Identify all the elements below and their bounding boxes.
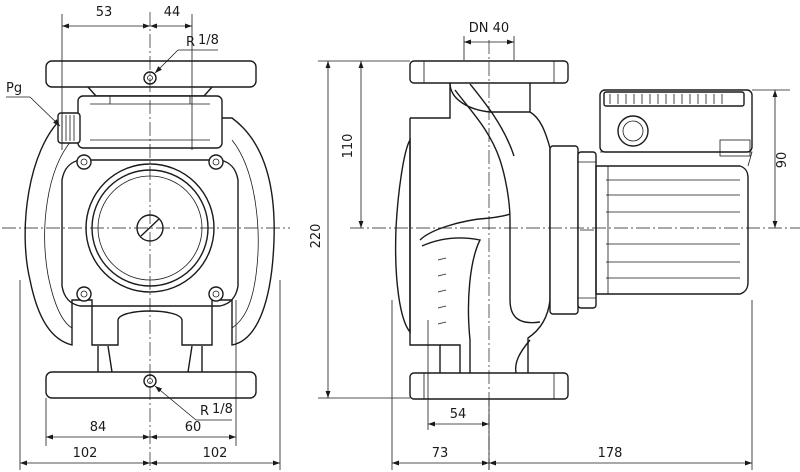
front-dim-44: 44 [164,5,181,20]
front-dim-60: 60 [185,420,202,435]
side-dim-73: 73 [432,446,449,461]
front-pg-label: Pg [6,81,22,96]
front-cable-gland [57,112,81,144]
side-dim-110: 110 [341,134,356,159]
front-volute-inner [44,139,73,329]
side-volute-body [394,137,411,334]
front-thread-top-fraction: 1/8 [198,33,219,48]
front-motor-housing [61,159,239,307]
front-view [2,12,290,470]
side-dim-54: 54 [450,407,467,422]
side-gear-knob [617,115,649,147]
front-thread-bottom-label: R [200,404,209,419]
side-view [350,40,800,470]
side-dim-220: 220 [309,224,324,249]
front-view-dimensions: 53 44 R 1/8 Pg R 1/8 84 60 102 102 [6,5,281,470]
front-thread-bottom-fraction: 1/8 [212,402,233,417]
front-dim-84: 84 [90,420,107,435]
side-motor-flange [549,145,579,315]
side-motor-body [595,165,749,295]
front-dim-102-right: 102 [203,446,228,461]
front-screw-bl [76,286,92,302]
side-flow-channel [454,89,541,324]
front-thread-top-label: R [186,35,195,50]
side-dim-178: 178 [598,446,623,461]
front-screw-br [208,286,224,302]
side-dim-90: 90 [775,152,790,169]
front-screw-tl [76,154,92,170]
front-dim-102-left: 102 [73,446,98,461]
front-screw-tr [208,154,224,170]
front-dim-53: 53 [96,5,113,20]
side-view-dimensions: DN 40 220 110 90 54 73 178 [309,21,790,470]
side-nominal-diameter: DN 40 [469,21,509,36]
